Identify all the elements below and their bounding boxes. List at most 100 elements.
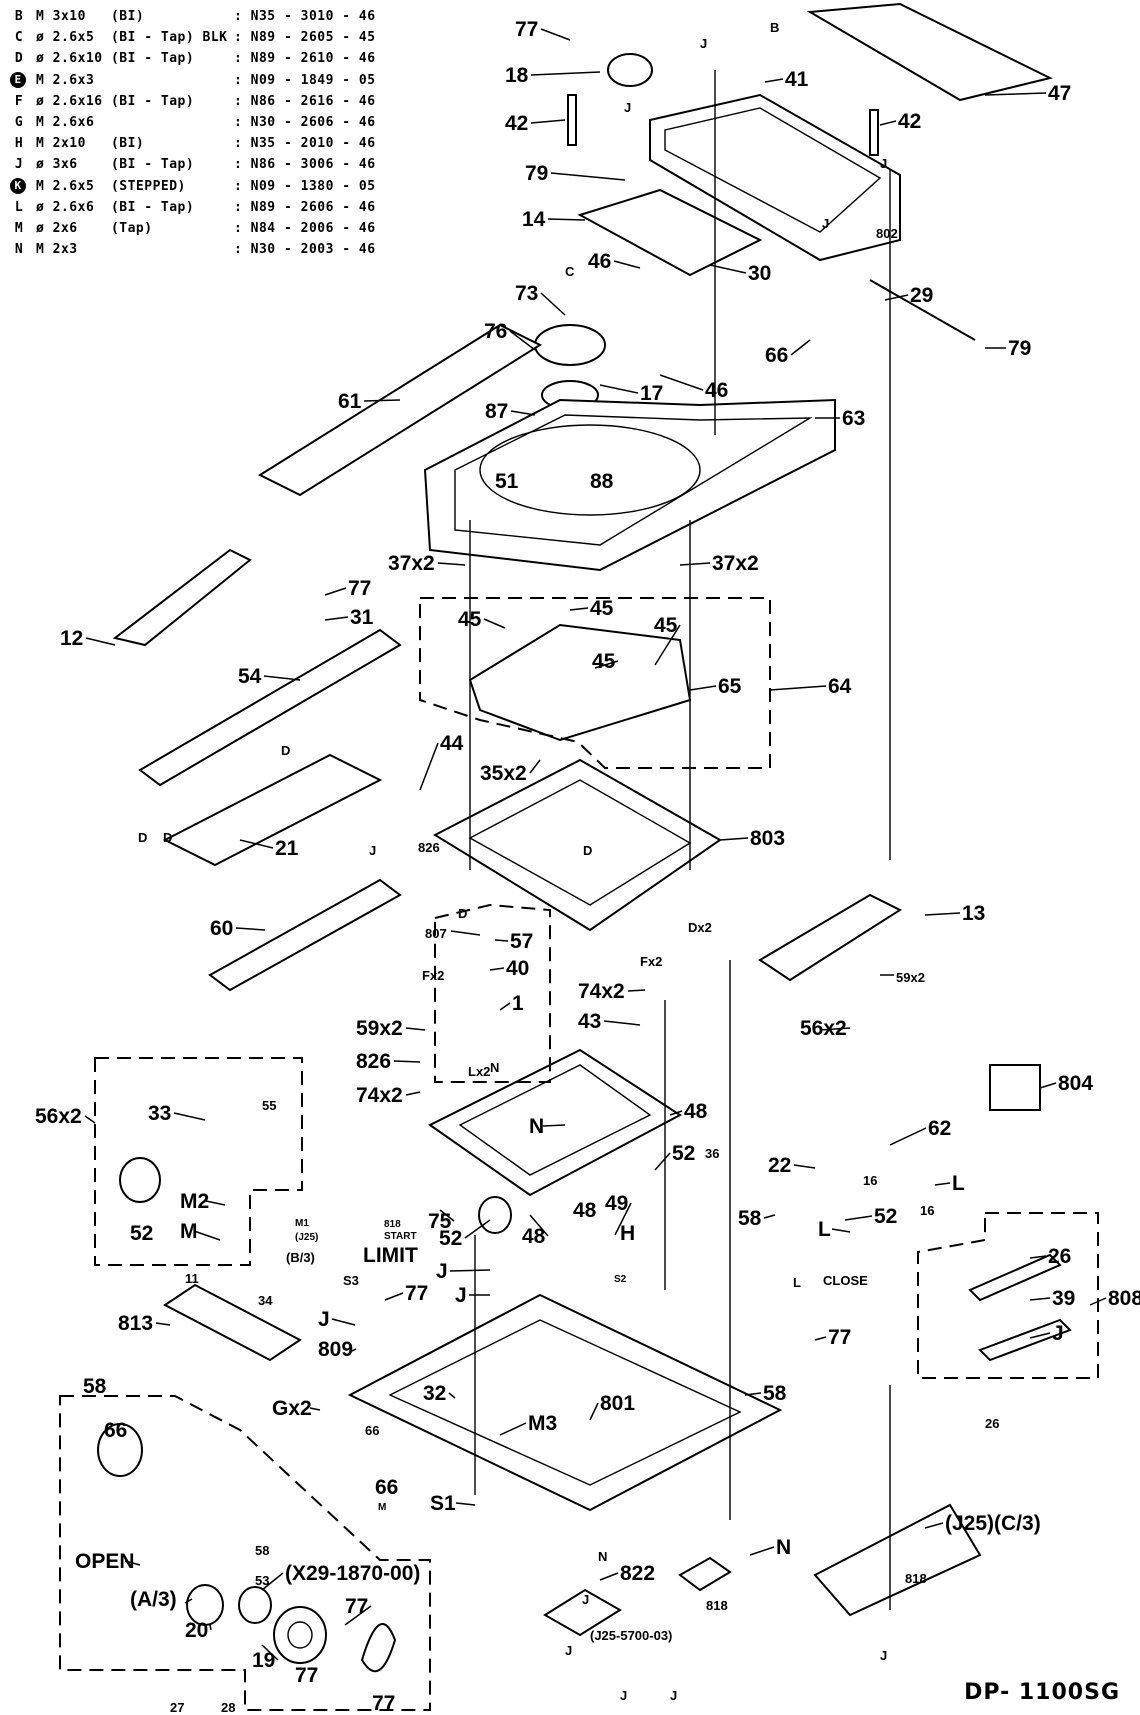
- part-34-plate: [163, 1283, 302, 1362]
- part-callout-label: 55: [262, 1098, 276, 1113]
- legend-spec: ø 2.6x6 (BI - Tap): [36, 199, 195, 215]
- legend-spec: M 3x10 (BI): [36, 9, 145, 24]
- callout-leader: [184, 1598, 193, 1604]
- part-76-turntable: [534, 324, 606, 366]
- group-64-outline: [419, 597, 771, 769]
- part-20-gear: [186, 1584, 224, 1626]
- callout-leader: [709, 264, 747, 274]
- part-callout-label: J: [822, 216, 829, 231]
- part-801-main-base-inner: [388, 1319, 742, 1486]
- callout-leader: [599, 1572, 619, 1581]
- callout-leader: [439, 1209, 455, 1222]
- part-callout-label: 16: [863, 1173, 877, 1188]
- callout-leader: [669, 1110, 683, 1116]
- callout-leader: [1029, 1297, 1051, 1301]
- part-65-clamp-plate: [468, 623, 692, 742]
- part-callout-label: 31: [350, 606, 374, 629]
- legend-key: K: [10, 177, 26, 194]
- part-callout-label: 39: [1052, 1287, 1075, 1310]
- part-callout-label: 52: [874, 1205, 897, 1228]
- callout-leader: [448, 1392, 456, 1399]
- part-809-lever: [978, 1318, 1072, 1362]
- part-callout-label: 75: [428, 1210, 452, 1233]
- part-callout-label: 74x2: [578, 980, 625, 1003]
- part-callout-label: LIMIT: [363, 1244, 418, 1267]
- part-callout-label: 77: [295, 1664, 318, 1687]
- part-callout-label: 43: [578, 1010, 601, 1033]
- callout-leader: [542, 1124, 566, 1127]
- part-callout-label: D: [583, 843, 592, 858]
- part-callout-label: (J25): [295, 1232, 318, 1243]
- part-callout-label: 826: [418, 840, 440, 855]
- part-callout-label: 28: [221, 1700, 235, 1715]
- part-callout-label: J: [880, 1648, 887, 1663]
- part-callout-label: (J25-5700-03): [590, 1628, 672, 1643]
- part-822-pcb: [813, 1503, 982, 1617]
- callout-leader: [263, 675, 301, 681]
- part-callout-label: 48: [573, 1199, 597, 1222]
- legend-spec: ø 2.6x10 (BI - Tap): [36, 51, 195, 67]
- part-63-tray-inner: [454, 414, 813, 546]
- part-callout-label: (B/3): [286, 1250, 315, 1265]
- part-callout-label: 54: [238, 665, 262, 688]
- callout-leader: [594, 660, 619, 669]
- part-27-pulley: [273, 1606, 327, 1664]
- callout-leader: [193, 1230, 221, 1241]
- part-callout-label: J: [1052, 1322, 1064, 1345]
- callout-leader: [831, 1228, 851, 1233]
- callout-leader: [763, 1214, 776, 1219]
- legend-part-number: : N89 - 2605 - 45: [234, 30, 376, 46]
- callout-leader: [509, 330, 536, 351]
- part-callout-label: 14: [522, 208, 546, 231]
- part-callout-label: 88: [590, 470, 614, 493]
- part-callout-label: START: [384, 1231, 417, 1242]
- part-callout-label: 66: [765, 344, 788, 367]
- part-callout-label: 36: [705, 1146, 719, 1161]
- callout-leader: [324, 587, 347, 596]
- part-callout-label: 22: [768, 1154, 791, 1177]
- part-18-gear: [607, 53, 653, 87]
- part-818-pcb: [678, 1556, 732, 1592]
- part-callout-label: Dx2: [688, 920, 712, 935]
- part-callout-label: 37x2: [712, 552, 759, 575]
- part-callout-label: 19: [252, 1649, 275, 1672]
- part-callout-label: 802: [876, 226, 898, 241]
- legend-spec: ø 3x6 (BI - Tap): [36, 157, 195, 173]
- part-callout-label: 49: [605, 1192, 628, 1215]
- legend-part-number: : N89 - 2610 - 46: [234, 51, 376, 67]
- part-callout-label: 52: [439, 1227, 462, 1250]
- part-callout-label: 26: [985, 1416, 999, 1431]
- callout-leader: [235, 927, 266, 931]
- callout-leader: [764, 78, 784, 83]
- part-callout-label: 27: [170, 1700, 184, 1715]
- legend-key: F: [14, 93, 24, 109]
- part-callout-label: Fx2: [640, 954, 662, 969]
- part-callout-label: 808: [1108, 1287, 1140, 1310]
- legend-part-number: : N09 - 1380 - 05: [234, 178, 376, 194]
- part-callout-label: 35x2: [480, 762, 527, 785]
- part-callout-label: C: [565, 264, 575, 279]
- callout-leader: [654, 624, 681, 666]
- callout-leader: [261, 1572, 284, 1591]
- part-callout-label: 32: [423, 1382, 446, 1405]
- legend-spec: ø 2x6 (Tap): [36, 220, 153, 236]
- callout-leader: [689, 685, 717, 691]
- part-callout-label: L: [952, 1172, 965, 1195]
- part-callout-label: 79: [1008, 337, 1031, 360]
- callout-leader: [550, 172, 626, 181]
- part-callout-label: 77: [515, 18, 538, 41]
- part-callout-label: 44: [440, 732, 464, 755]
- part-callout-label: S3: [343, 1273, 359, 1288]
- part-m3-motor: [97, 1423, 143, 1477]
- callout-leader: [205, 1200, 226, 1206]
- assembly-group-outlines: [59, 597, 1099, 1711]
- part-callout-label: 77: [405, 1282, 428, 1305]
- part-callout-label: 804: [1058, 1072, 1093, 1095]
- part-callout-label: 45: [590, 597, 614, 620]
- part-callout-label: 45: [592, 650, 616, 673]
- legend-spec: ø 2.6x16 (BI - Tap): [36, 93, 195, 109]
- callout-leader: [483, 618, 506, 629]
- legend-spec: M 2.6x5 (STEPPED): [36, 178, 186, 194]
- part-callout-label: J: [700, 36, 707, 51]
- legend-part-number: : N35 - 2010 - 46: [234, 136, 376, 152]
